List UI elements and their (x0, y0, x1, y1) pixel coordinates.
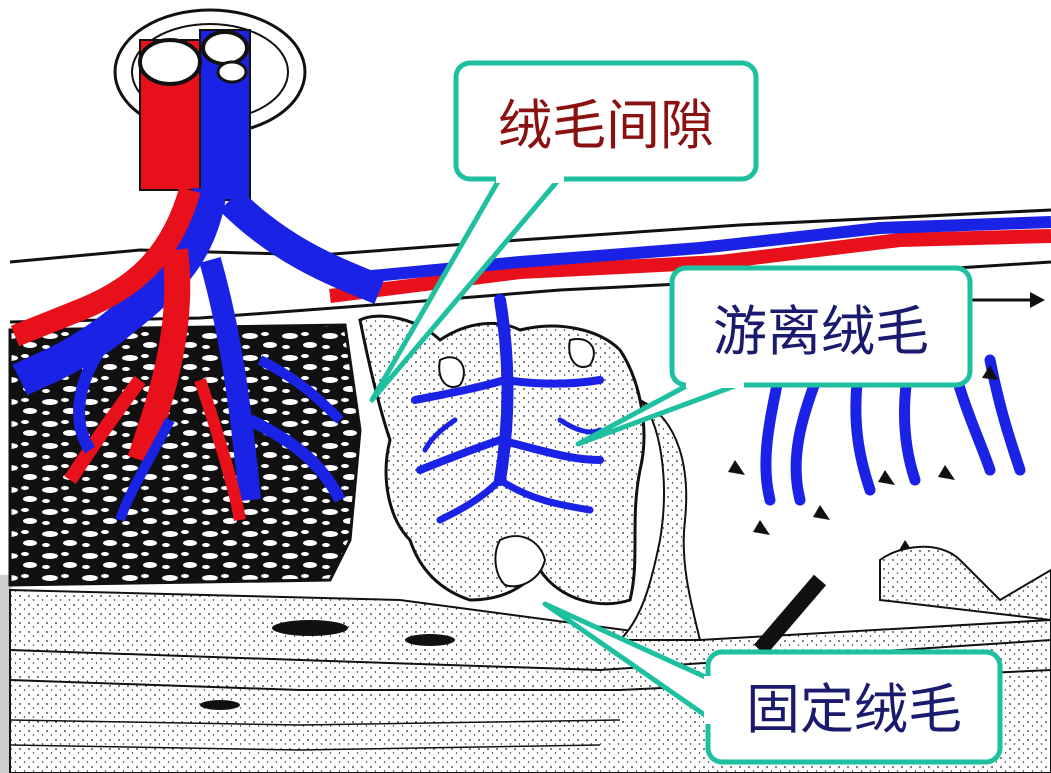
left-villous-vessels (10, 186, 386, 522)
callout-free-villi: 游离绒毛 (575, 265, 973, 447)
label-free-villi: 游离绒毛 (713, 300, 929, 363)
label-anchoring-villi: 固定绒毛 (746, 678, 962, 741)
right-villi-region (680, 344, 1051, 622)
callout-intervillous-space: 绒毛间隙 (369, 60, 759, 403)
callout-anchoring-villi: 固定绒毛 (542, 601, 1003, 765)
label-intervillous-space: 绒毛间隙 (498, 94, 714, 157)
cotyledon-spongy-region (8, 323, 362, 587)
anchoring-villus-column (617, 399, 702, 641)
umbilical-vessels (138, 29, 251, 201)
middle-villus-vessels (411, 294, 604, 524)
